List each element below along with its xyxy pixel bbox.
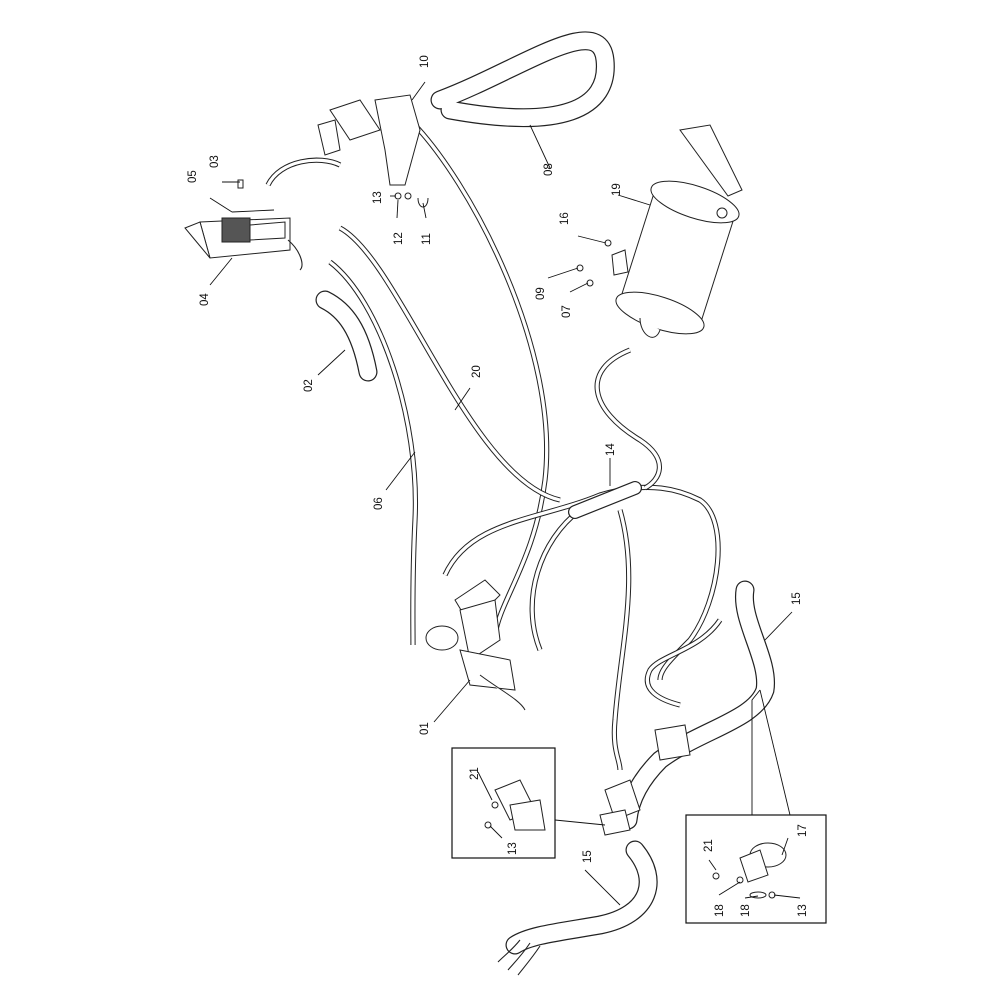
label-13-top: 13 — [372, 191, 384, 204]
hardware-03-05 — [231, 179, 275, 213]
label-04: 04 — [199, 293, 211, 306]
hose-20 — [338, 225, 561, 503]
label-01: 01 — [419, 722, 431, 735]
label-08: 08 — [543, 163, 555, 176]
label-10: 10 — [419, 55, 431, 68]
label-07: 07 — [561, 305, 573, 318]
hardware-09-07-16 — [576, 239, 612, 287]
label-05: 05 — [187, 170, 199, 183]
label-12: 12 — [393, 232, 405, 245]
hose-15-upper — [618, 580, 776, 830]
label-18-left: 18 — [714, 904, 726, 917]
leader-lines — [209, 81, 801, 906]
hose-15-lower — [505, 840, 658, 955]
hose-piece-02 — [315, 290, 378, 382]
inset-box-right — [685, 689, 827, 924]
label-17: 17 — [797, 824, 809, 837]
hose-lower-right-loop — [644, 618, 723, 708]
label-06: 06 — [373, 497, 385, 510]
hose-04-to-08 — [265, 157, 342, 187]
label-18-right: 18 — [740, 904, 752, 917]
label-09: 09 — [535, 287, 547, 300]
hose-06 — [328, 259, 419, 646]
label-03: 03 — [209, 155, 221, 168]
hardware-12-13 — [394, 192, 429, 208]
reservoir-04 — [184, 217, 303, 271]
valve-lower-left — [599, 779, 641, 836]
label-21-right: 21 — [703, 839, 715, 852]
label-02: 02 — [303, 379, 315, 392]
air-tank-19 — [611, 124, 743, 338]
label-14: 14 — [605, 443, 617, 456]
hose-tank-to-14 — [594, 347, 662, 491]
label-11: 11 — [421, 233, 433, 245]
label-19: 19 — [611, 183, 623, 196]
hose-15-tails — [497, 939, 541, 976]
hose-valve-branch — [529, 507, 582, 651]
label-15-upper: 15 — [791, 592, 803, 605]
part-labels: 01 02 03 04 05 06 07 08 09 10 11 12 13 1… — [187, 55, 809, 917]
label-16: 16 — [559, 212, 571, 225]
label-13-left: 13 — [507, 842, 519, 855]
sleeve-14 — [568, 481, 642, 519]
label-15-lower: 15 — [582, 850, 594, 863]
label-13-right: 13 — [797, 904, 809, 917]
valve-assembly-01 — [425, 579, 526, 711]
hose-14-to-lower-left — [611, 509, 632, 771]
hose-08-loop — [430, 31, 615, 128]
valve-lower-right — [654, 724, 691, 761]
hose-14-main — [442, 484, 721, 681]
valve-bracket-10 — [317, 94, 421, 186]
label-20: 20 — [471, 365, 483, 378]
hose-top-to-valve — [408, 118, 550, 636]
label-21-left: 21 — [469, 767, 481, 780]
inset-box-left — [451, 747, 606, 859]
